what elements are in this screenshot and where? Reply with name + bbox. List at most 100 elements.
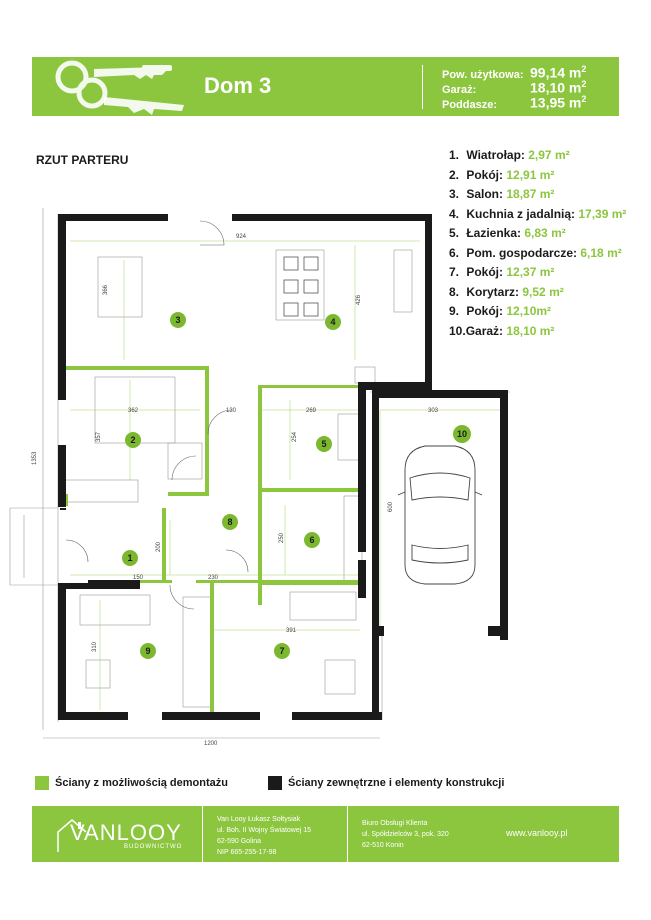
dim-label: 230: [208, 575, 219, 581]
room-marker: [170, 312, 186, 328]
list-item: 3. Salon: 18,87 m²: [449, 187, 626, 207]
room-marker: [274, 643, 290, 659]
dim-label: 303: [428, 408, 439, 414]
dim-label: 150: [133, 575, 144, 581]
dim-label: 362: [128, 408, 139, 414]
list-item: 6. Pom. gospodarcze: 6,18 m²: [449, 246, 626, 266]
list-item: 5. Łazienka: 6,83 m²: [449, 226, 626, 246]
room-marker: [304, 532, 320, 548]
room-number: 1.: [449, 148, 460, 162]
stat-label: Poddasze:: [442, 98, 498, 111]
room-name: Pokój:: [466, 304, 504, 318]
room-number: 5.: [449, 226, 460, 240]
room-marker: [125, 432, 141, 448]
room-area: 12,10m²: [506, 304, 552, 318]
room-number: 10.: [449, 323, 466, 338]
marker-label: 10: [457, 429, 467, 439]
green-swatch: [35, 776, 49, 790]
room-list: 1. Wiatrołap: 2,97 m² 2. Pokój: 12,91 m²…: [449, 148, 626, 343]
logo-subtitle: BUDOWNICTWO: [124, 844, 183, 850]
room-name: Wiatrołap:: [466, 148, 525, 162]
room-name: Łazienka:: [466, 226, 522, 240]
dim-label: 200: [156, 541, 162, 552]
marker-label: 8: [227, 517, 232, 527]
car-icon: [397, 445, 483, 585]
stat-value: 13,95 m2: [530, 94, 586, 111]
footer-divider: [347, 806, 348, 862]
legend-demountable: Ściany z możliwością demontażu: [35, 776, 228, 790]
room-name: Salon:: [466, 187, 504, 201]
stat-number: 18,10 m: [530, 79, 582, 96]
stat-usable-area: Pow. użytkowa: 99,14 m2: [442, 64, 586, 81]
marker-label: 9: [145, 646, 150, 656]
keys-icon: [55, 60, 184, 115]
dim-label: 600: [388, 501, 394, 512]
room-marker: [222, 514, 238, 530]
room-name: Pokój:: [466, 167, 504, 182]
stat-label: Pow. użytkowa:: [442, 68, 524, 81]
list-item: 1. Wiatrołap: 2,97 m²: [449, 148, 626, 168]
structural-walls: [58, 214, 508, 720]
website-link[interactable]: www.vanlooy.pl: [506, 828, 568, 838]
address-line: ul. Boh. II Wojny Światowej 15: [217, 827, 312, 834]
room-number: 9.: [449, 304, 460, 318]
stat-garage: Garaż: 18,10 m2: [442, 79, 586, 96]
room-name: Garaż:: [465, 323, 504, 338]
stat-label: Garaż:: [442, 83, 477, 96]
header-divider: [422, 65, 423, 109]
marker-label: 4: [330, 317, 335, 327]
room-number: 4.: [449, 206, 460, 221]
stat-value: 18,10 m2: [530, 79, 586, 96]
dim-label: 250: [279, 532, 285, 543]
address-line: Biuro Obsługi Klienta: [362, 820, 428, 827]
area-stats: Pow. użytkowa: 99,14 m2 Garaż: 18,10 m2 …: [442, 64, 586, 111]
dim-label: 357: [96, 431, 102, 442]
list-item: 10.Garaż: 18,10 m²: [449, 324, 626, 344]
demountable-walls: [66, 366, 362, 713]
dim-label: 130: [226, 408, 237, 414]
room-name: Pom. gospodarcze:: [466, 245, 578, 260]
address-line: NIP 665-255-17-98: [217, 849, 277, 856]
stat-number: 99,14 m: [530, 64, 582, 81]
room-area: 6,18 m²: [580, 245, 622, 260]
dim-label: 426: [356, 294, 362, 305]
legend-structural: Ściany zewnętrzne i elementy konstrukcji: [268, 776, 504, 790]
stat-attic: Poddasze: 13,95 m2: [442, 94, 586, 111]
marker-label: 3: [175, 315, 180, 325]
dim-label: 1353: [32, 451, 38, 465]
stat-unit-sup: 2: [581, 79, 587, 89]
room-number: 7.: [449, 265, 460, 279]
dim-label: 269: [306, 408, 317, 414]
room-marker: [140, 643, 156, 659]
room-area: 12,37 m²: [506, 265, 555, 279]
room-area: 9,52 m²: [522, 284, 564, 299]
list-item: 2. Pokój: 12,91 m²: [449, 168, 626, 188]
room-number: 8.: [449, 284, 460, 299]
dim-label: 254: [292, 431, 298, 442]
header-band: Dom 3 Pow. użytkowa: 99,14 m2 Garaż: 18,…: [32, 57, 619, 116]
room-area: 17,39 m²: [578, 206, 627, 221]
footer-band: VANLOOY BUDOWNICTWO Van Looy Łukasz Sołt…: [32, 806, 619, 862]
room-area: 12,91 m²: [506, 167, 555, 182]
room-number: 2.: [449, 167, 460, 182]
address-line: Van Looy Łukasz Sołtysiak: [217, 816, 301, 823]
list-item: 4. Kuchnia z jadalnią: 17,39 m²: [449, 207, 626, 227]
marker-label: 2: [130, 435, 135, 445]
room-area: 18,10 m²: [506, 323, 555, 338]
room-name: Kuchnia z jadalnią:: [466, 206, 576, 221]
list-item: 8. Korytarz: 9,52 m²: [449, 285, 626, 305]
room-number: 6.: [449, 245, 460, 260]
stat-unit-sup: 2: [581, 64, 587, 74]
room-name: Korytarz:: [466, 284, 520, 299]
legend-label: Ściany zewnętrzne i elementy konstrukcji: [288, 777, 505, 789]
address-line: 62-510 Konin: [362, 842, 404, 849]
dim-label: 391: [286, 628, 297, 634]
company-address: Van Looy Łukasz Sołtysiak ul. Boh. II Wo…: [217, 814, 311, 858]
room-marker: [122, 550, 138, 566]
room-name: Pokój:: [466, 265, 504, 279]
address-line: 62-590 Golina: [217, 838, 261, 845]
dim-label: 310: [92, 641, 98, 652]
marker-label: 6: [309, 535, 314, 545]
stat-value: 99,14 m2: [530, 64, 586, 81]
